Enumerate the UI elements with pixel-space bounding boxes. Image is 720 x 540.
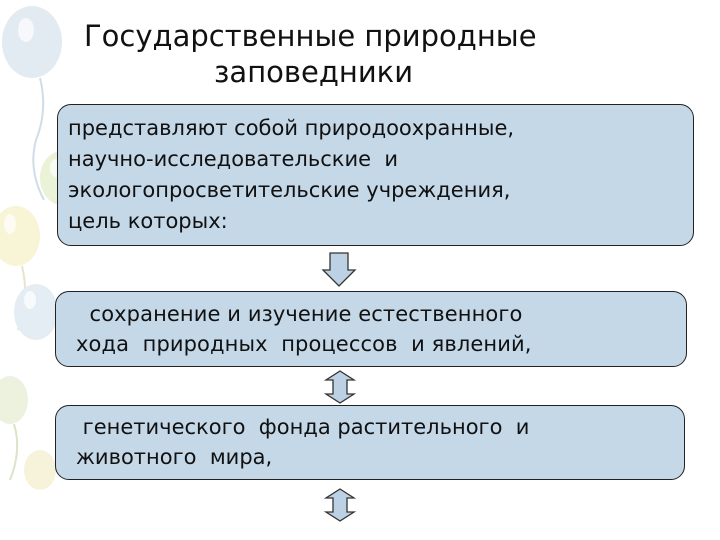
goal-line: хода природных процессов и явлений, bbox=[76, 332, 532, 356]
goal-box-genetic: генетического фонда растительного и живо… bbox=[55, 405, 685, 480]
goal-line: генетического фонда растительного и bbox=[76, 415, 530, 439]
title-line-2: заповедники bbox=[214, 55, 414, 89]
definition-line: научно-исследовательские и bbox=[68, 147, 399, 171]
definition-line: цель которых: bbox=[68, 209, 228, 233]
up-down-arrow-icon bbox=[323, 488, 357, 522]
up-down-arrow-icon bbox=[323, 370, 357, 404]
definition-line: экологопросветительские учреждения, bbox=[68, 178, 511, 202]
definition-box: представляют собой природоохранные, науч… bbox=[57, 104, 694, 246]
goal-box-study: сохранение и изучение естественного хода… bbox=[55, 291, 687, 367]
page-title: Государственные природные заповедники bbox=[80, 18, 600, 90]
definition-line: представляют собой природоохранные, bbox=[68, 116, 515, 140]
down-arrow-icon bbox=[321, 252, 357, 287]
title-line-1: Государственные природные bbox=[84, 19, 537, 53]
goal-line: животного мира, bbox=[76, 445, 273, 469]
goal-line: сохранение и изучение естественного bbox=[76, 302, 523, 326]
